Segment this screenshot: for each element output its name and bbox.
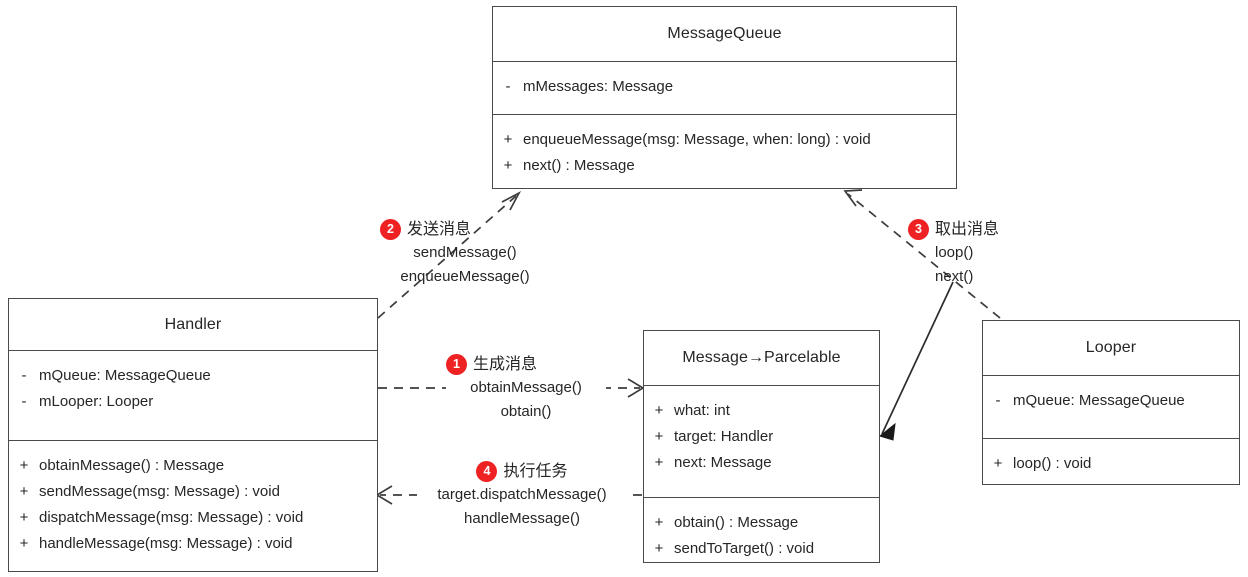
attribute-row: + what: int: [644, 398, 879, 424]
connector-looper-to-messagequeue: [847, 193, 1001, 319]
visibility-marker: +: [654, 454, 664, 471]
visibility-marker: +: [654, 514, 664, 531]
operation-label: enqueueMessage(msg: Message, when: long)…: [523, 131, 871, 148]
annotation-step-3-line1: loop(): [935, 244, 974, 261]
arrowhead-messagequeue-in-right: [843, 189, 863, 207]
attribute-row: - mQueue: MessageQueue: [9, 363, 377, 389]
attribute-label: what: int: [674, 402, 730, 419]
operation-row: + obtain() : Message: [644, 510, 879, 536]
step-badge-2: 2: [380, 218, 401, 240]
class-name-handler: Handler: [164, 315, 222, 333]
class-box-handler[interactable]: Handler - mQueue: MessageQueue - mLooper…: [8, 298, 378, 572]
operation-row: + enqueueMessage(msg: Message, when: lon…: [493, 127, 956, 153]
attribute-label: mQueue: MessageQueue: [39, 367, 211, 384]
arrowhead-messagequeue-in: [501, 190, 522, 211]
attributes-looper: - mQueue: MessageQueue: [983, 376, 1239, 439]
step-badge-1: 1: [446, 353, 467, 375]
operation-row: + dispatchMessage(msg: Message) : void: [9, 505, 377, 531]
attribute-label: mMessages: Message: [523, 78, 674, 95]
operation-row: + handleMessage(msg: Message) : void: [9, 531, 377, 557]
operation-row: + loop() : void: [983, 451, 1239, 477]
visibility-marker: +: [19, 483, 29, 500]
operation-label: loop() : void: [1013, 455, 1092, 472]
attributes-messagequeue: - mMessages: Message: [493, 62, 956, 115]
visibility-marker: -: [21, 367, 27, 384]
step-badge-4: 4: [476, 460, 498, 482]
class-title-handler: Handler: [9, 299, 377, 351]
class-name-looper: Looper: [1085, 339, 1137, 356]
attributes-handler: - mQueue: MessageQueue - mLooper: Looper: [9, 351, 377, 441]
visibility-marker: +: [503, 131, 513, 148]
annotation-step-1-line2: obtain(): [500, 403, 552, 420]
attribute-row: - mMessages: Message: [493, 74, 956, 100]
visibility-marker: +: [654, 540, 664, 557]
class-box-looper[interactable]: Looper - mQueue: MessageQueue + loop() :…: [982, 320, 1240, 485]
operations-looper: + loop() : void: [983, 439, 1239, 487]
class-box-messagequeue[interactable]: MessageQueue - mMessages: Message + enqu…: [492, 6, 957, 189]
class-title-looper: Looper: [983, 321, 1239, 376]
visibility-marker: +: [19, 509, 29, 526]
annotation-step-1-header: 1 生成消息: [446, 352, 606, 376]
visibility-marker: +: [993, 455, 1003, 472]
visibility-marker: +: [654, 428, 664, 445]
attribute-row: - mLooper: Looper: [9, 389, 377, 415]
annotation-step-4-line2: handleMessage(): [464, 510, 580, 527]
annotation-step-4: 4 执行任务 target.dispatchMessage() handleMe…: [417, 459, 627, 531]
attribute-row: - mQueue: MessageQueue: [983, 388, 1239, 414]
attribute-row: + target: Handler: [644, 424, 879, 450]
annotation-step-1: 1 生成消息 obtainMessage() obtain(): [446, 352, 606, 424]
annotation-step-3-title: 取出消息: [935, 219, 1000, 238]
annotation-step-3-line2: next(): [935, 268, 974, 285]
class-title-message: Message→Parcelable: [644, 331, 879, 386]
annotation-step-3: 3 取出消息 loop() next(): [908, 217, 1068, 289]
operation-row: + sendToTarget() : void: [644, 536, 879, 562]
annotation-step-1-line1: obtainMessage(): [446, 376, 606, 400]
operation-label: sendMessage(msg: Message) : void: [39, 483, 280, 500]
arrowhead-message-in: [878, 422, 896, 441]
visibility-marker: +: [503, 157, 513, 174]
visibility-marker: +: [654, 402, 664, 419]
operations-messagequeue: + enqueueMessage(msg: Message, when: lon…: [493, 115, 956, 189]
visibility-marker: -: [505, 78, 511, 95]
attribute-label: mQueue: MessageQueue: [1013, 392, 1185, 409]
operations-handler: + obtainMessage() : Message + sendMessag…: [9, 441, 377, 567]
attribute-label: mLooper: Looper: [39, 393, 154, 410]
operation-label: next() : Message: [523, 157, 635, 174]
operation-label: handleMessage(msg: Message) : void: [39, 535, 293, 552]
class-name-message: Message→Parcelable: [682, 349, 841, 366]
operation-label: obtainMessage() : Message: [39, 457, 225, 474]
step-badge-3: 3: [908, 218, 929, 240]
annotation-step-2-title: 发送消息: [407, 219, 472, 238]
operation-label: sendToTarget() : void: [674, 540, 815, 557]
class-name-messagequeue: MessageQueue: [667, 25, 782, 42]
annotation-step-2-line1: sendMessage(): [413, 244, 517, 261]
class-title-messagequeue: MessageQueue: [493, 7, 956, 62]
operations-message: + obtain() : Message + sendToTarget() : …: [644, 498, 879, 572]
annotation-step-1-title: 生成消息: [473, 354, 538, 373]
annotation-step-2-header: 2 发送消息: [380, 217, 550, 241]
operation-row: + obtainMessage() : Message: [9, 453, 377, 479]
annotation-step-3-header: 3 取出消息: [908, 217, 1068, 241]
visibility-marker: +: [19, 457, 29, 474]
annotation-step-4-line1: target.dispatchMessage(): [417, 483, 627, 507]
attribute-row: + next: Message: [644, 450, 879, 476]
annotation-step-4-header: 4 执行任务: [417, 459, 627, 483]
annotation-step-4-title: 执行任务: [503, 461, 568, 480]
visibility-marker: +: [19, 535, 29, 552]
operation-row: + sendMessage(msg: Message) : void: [9, 479, 377, 505]
operation-label: obtain() : Message: [674, 514, 799, 531]
annotation-step-2-line2: enqueueMessage(): [400, 268, 530, 285]
attributes-message: + what: int + target: Handler + next: Me…: [644, 386, 879, 498]
visibility-marker: -: [21, 393, 27, 410]
class-box-message[interactable]: Message→Parcelable + what: int + target:…: [643, 330, 880, 563]
attribute-label: target: Handler: [674, 428, 774, 445]
attribute-label: next: Message: [674, 454, 772, 471]
visibility-marker: -: [995, 392, 1001, 409]
operation-label: dispatchMessage(msg: Message) : void: [39, 509, 304, 526]
operation-row: + next() : Message: [493, 153, 956, 179]
annotation-step-2: 2 发送消息 sendMessage() enqueueMessage(): [380, 217, 550, 289]
connector-next-to-message: [881, 281, 954, 435]
